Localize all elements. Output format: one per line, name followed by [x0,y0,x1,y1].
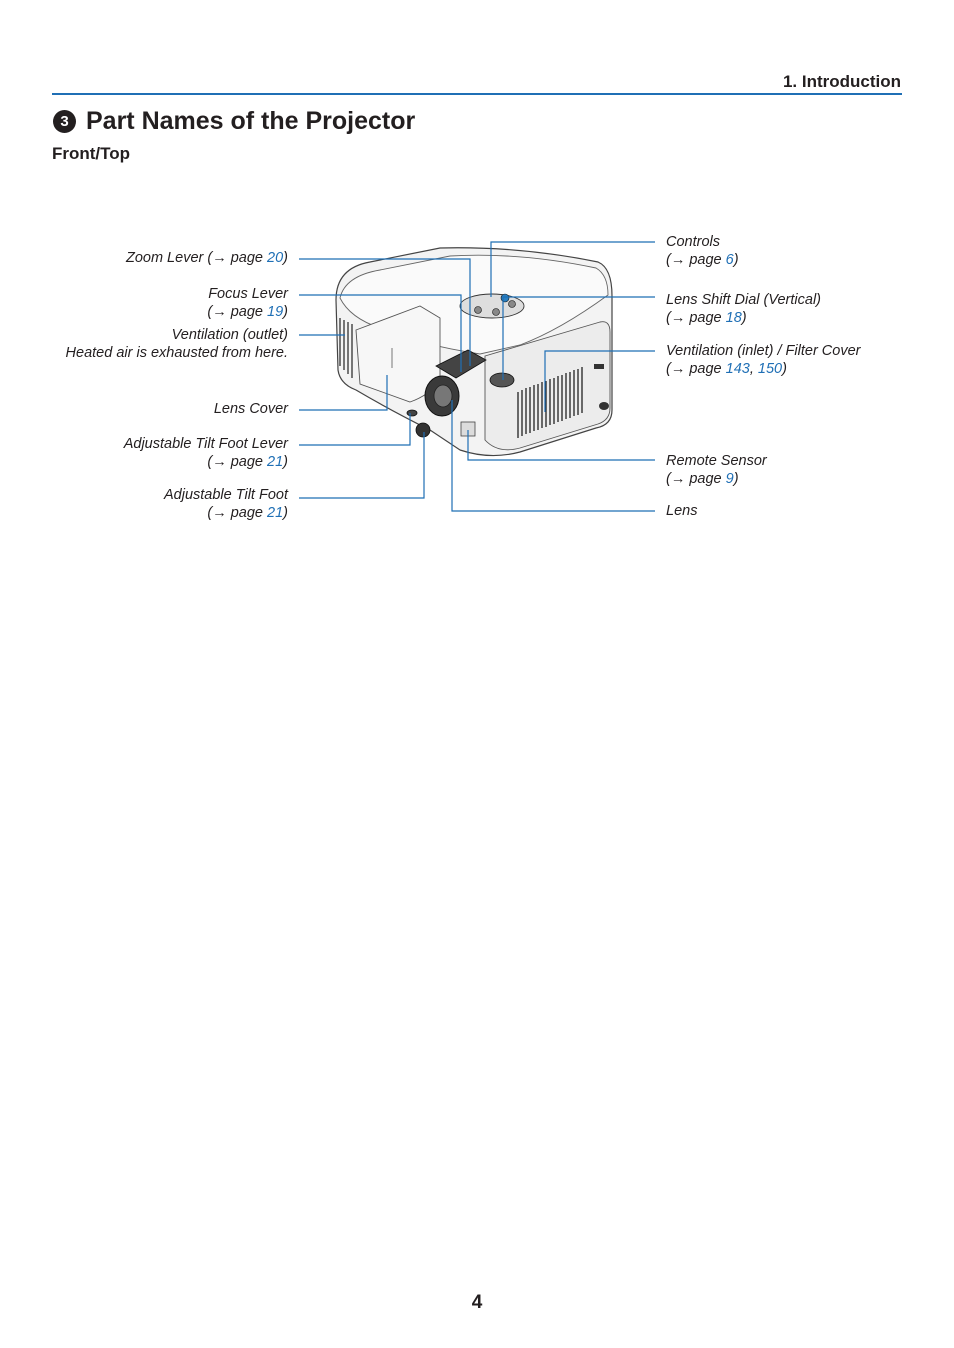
label-focus-pre: (→ page [207,303,268,320]
page-link-150[interactable]: 150 [757,360,783,377]
label-vent-in-close: ) [782,360,787,377]
label-zoom-lever: Zoom Lever (→ page 20) [126,250,288,268]
chapter-header: 1. Introduction [782,72,901,91]
label-lens-cover: Lens Cover [214,401,288,419]
page-link-20[interactable]: 20 [267,250,284,266]
leader-controls [490,241,655,297]
leader-lens [451,400,655,512]
label-focus-text: Focus Lever [208,286,288,302]
label-tilt-lever-text: Adjustable Tilt Foot Lever [123,436,288,452]
projector-diagram [299,241,655,512]
page-link-143[interactable]: 143 [725,360,750,377]
leader-focus [299,294,462,372]
page-link-21b[interactable]: 21 [267,504,284,521]
label-controls-text: Controls [666,234,720,250]
label-tilt-lever-close: ) [283,453,288,470]
label-ventilation-outlet: Ventilation (outlet) Heated air is exhau… [66,327,288,362]
label-vent-out-text: Ventilation (outlet) [171,327,288,343]
page-number: 4 [471,1292,483,1313]
label-lens-text: Lens [666,503,698,519]
leader-lines [299,241,655,512]
label-controls-pre: (→ page [666,251,726,268]
label-controls: Controls (→ page 6) [666,234,739,269]
page-title: Part Names of the Projector [86,107,416,135]
label-remote-text: Remote Sensor [666,453,767,469]
leader-vent-in [544,350,655,412]
label-tilt-foot-lever: Adjustable Tilt Foot Lever (→ page 21) [124,436,288,471]
label-lens-shift-close: ) [741,309,747,326]
leader-zoom [299,258,471,366]
page-link-21a[interactable]: 21 [267,453,284,470]
leader-lens-shift [502,296,655,380]
label-focus-close: ) [283,303,288,320]
label-remote-close: ) [733,470,739,487]
leader-lens-cover [299,375,388,411]
label-controls-close: ) [733,251,739,268]
leader-tilt-foot [299,432,425,499]
label-tilt-foot-close: ) [283,504,288,521]
page-link-9[interactable]: 9 [725,470,734,487]
label-lens-cover-text: Lens Cover [213,401,288,417]
label-tilt-lever-pre: (→ page [207,453,268,470]
label-vent-out-desc: Heated air is exhausted from here. [65,344,288,361]
label-lens: Lens [666,503,697,521]
page-link-6[interactable]: 6 [725,251,734,268]
label-tilt-foot: Adjustable Tilt Foot (→ page 21) [164,487,288,522]
page-link-18[interactable]: 18 [725,309,742,326]
label-remote-pre: (→ page [666,470,726,487]
label-vent-in-sep: , [749,360,758,377]
label-ventilation-inlet: Ventilation (inlet) / Filter Cover (→ pa… [666,343,860,378]
leader-tilt-lever [299,413,411,446]
section-subtitle: Front/Top [52,144,131,163]
section-heading: 3 Part Names of the Projector [53,107,415,136]
label-vent-in-text: Ventilation (inlet) / Filter Cover [666,343,861,359]
label-tilt-foot-pre: (→ page [207,504,268,521]
projector-illustration [335,247,613,457]
label-zoom-close: ) [283,250,288,266]
label-remote-sensor: Remote Sensor (→ page 9) [666,453,767,488]
label-zoom-text: Zoom Lever (→ page [125,250,268,266]
label-vent-in-pre: (→ page [666,360,726,377]
label-focus-lever: Focus Lever (→ page 19) [207,286,288,321]
label-lens-shift-dial: Lens Shift Dial (Vertical) (→ page 18) [666,292,821,327]
header-rule [52,93,902,95]
label-lens-shift-text: Lens Shift Dial (Vertical) [666,292,821,308]
label-tilt-foot-text: Adjustable Tilt Foot [164,487,288,503]
leader-remote [467,430,655,461]
page-link-19[interactable]: 19 [267,303,284,320]
label-lens-shift-pre: (→ page [666,309,726,326]
section-number-badge: 3 [53,110,76,133]
